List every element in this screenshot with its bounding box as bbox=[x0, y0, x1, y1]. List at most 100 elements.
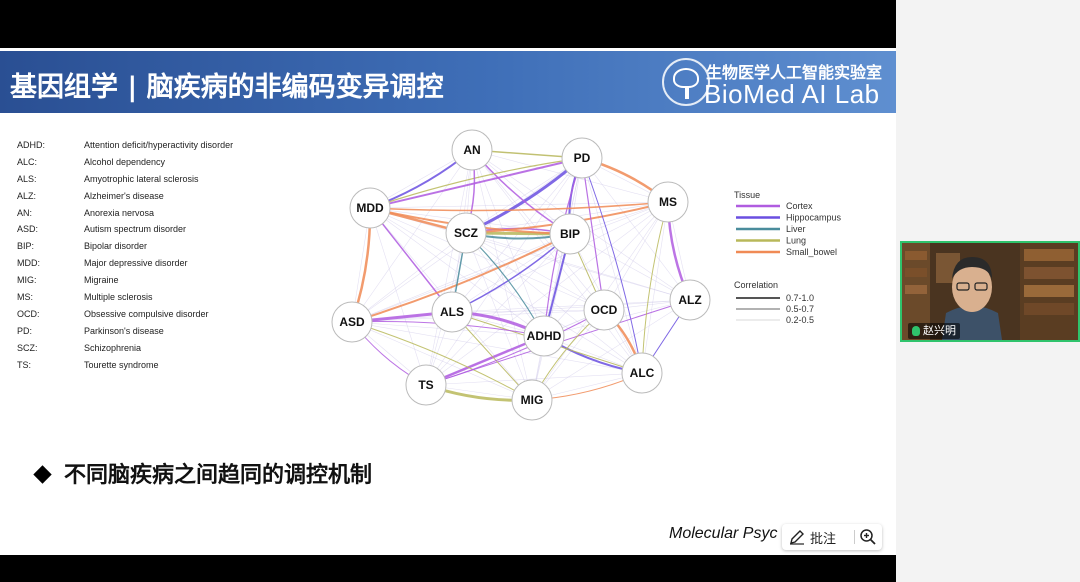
network-edge bbox=[465, 232, 533, 401]
network-edge bbox=[451, 309, 605, 313]
abbreviation-name: Autism spectrum disorder bbox=[84, 224, 187, 235]
network-edge bbox=[369, 207, 605, 311]
network-edge bbox=[351, 232, 467, 323]
abbreviation-code: ALC: bbox=[17, 156, 38, 167]
abbreviation-name: Migraine bbox=[84, 275, 119, 286]
network-edge bbox=[471, 149, 669, 203]
abbreviation-name: Anorexia nervosa bbox=[84, 207, 155, 218]
abbreviation-name: Multiple sclerosis bbox=[84, 292, 153, 303]
network-node-mdd: MDD bbox=[349, 187, 391, 229]
network-edge bbox=[425, 201, 669, 386]
correlation-legend-label: 0.7-1.0 bbox=[786, 293, 814, 303]
network-edge bbox=[351, 321, 533, 401]
node-circle bbox=[349, 187, 391, 229]
abbreviation-name: Bipolar disorder bbox=[84, 241, 148, 252]
network-node-als: ALS bbox=[431, 291, 473, 333]
network-edge bbox=[581, 157, 691, 301]
node-label: MIG bbox=[521, 393, 544, 407]
tissue-legend-title: Tissue bbox=[734, 190, 760, 200]
abbreviation-row: MIG: Migraine bbox=[17, 275, 233, 292]
abbreviation-name: Amyotrophic lateral sclerosis bbox=[84, 173, 199, 184]
abbreviation-row: ALZ:Alzheimer's disease bbox=[17, 191, 233, 208]
abbreviation-code: MDD: bbox=[17, 258, 40, 269]
abbreviation-code: TS: bbox=[17, 359, 32, 370]
node-label: MDD bbox=[356, 201, 384, 215]
network-node-alc: ALC bbox=[621, 352, 663, 394]
abbreviation-name: Obsessive compulsive disorder bbox=[84, 308, 209, 319]
annotate-button[interactable]: 批注 bbox=[788, 527, 836, 547]
network-edge bbox=[351, 149, 473, 323]
correlation-legend-label: 0.2-0.5 bbox=[786, 315, 814, 325]
abbreviation-code: MS: bbox=[17, 292, 34, 303]
abbreviation-name: Major depressive disorder bbox=[84, 258, 188, 269]
node-circle bbox=[583, 289, 625, 331]
network-edge bbox=[465, 232, 605, 311]
network-edge bbox=[569, 233, 691, 301]
network-edge bbox=[581, 157, 643, 374]
node-circle bbox=[451, 129, 493, 171]
network-edge bbox=[351, 233, 571, 323]
node-label: ADHD bbox=[527, 329, 562, 343]
network-edge bbox=[369, 207, 545, 337]
abbreviation-name: Tourette syndrome bbox=[84, 359, 159, 370]
network-edge bbox=[531, 157, 583, 401]
network-edge bbox=[641, 201, 669, 374]
node-label: MS bbox=[659, 195, 677, 209]
network-edge bbox=[451, 233, 571, 313]
network-node-bip: BIP bbox=[549, 213, 591, 255]
network-edge bbox=[425, 372, 643, 386]
node-circle bbox=[511, 379, 553, 421]
lab-name-en: BioMed AI Lab bbox=[704, 79, 880, 109]
node-circle bbox=[431, 291, 473, 333]
abbreviation-code: PD: bbox=[17, 325, 33, 336]
network-edge bbox=[369, 207, 427, 386]
node-circle bbox=[405, 364, 447, 406]
shared-slide: 基因组学 | 脑疾病的非编码变异调控 生物医学人工智能实验室 BioMed AI… bbox=[0, 48, 896, 555]
network-node-an: AN bbox=[451, 129, 493, 171]
annotate-label: 批注 bbox=[810, 531, 837, 547]
participant-name-tag: 赵兴明 bbox=[908, 323, 960, 339]
network-edge bbox=[641, 201, 669, 374]
network-edge bbox=[351, 321, 533, 401]
abbreviation-row: ADHD:Attention deficit/hyperactivity dis… bbox=[17, 140, 233, 157]
abbreviation-code: BIP: bbox=[17, 241, 35, 252]
node-label: TS bbox=[418, 378, 433, 392]
node-circle bbox=[549, 213, 591, 255]
abbreviation-row: BIP: Bipolar disorder bbox=[17, 241, 233, 258]
network-edge bbox=[425, 157, 583, 386]
network-edge bbox=[351, 321, 643, 374]
abbreviation-code: SCZ: bbox=[17, 342, 38, 353]
network-node-ms: MS bbox=[647, 181, 689, 223]
participant-video-tile[interactable]: 赵兴明 bbox=[900, 241, 1080, 342]
node-label: PD bbox=[574, 151, 591, 165]
network-edge bbox=[465, 232, 545, 337]
slide-header: 基因组学 | 脑疾病的非编码变异调控 生物医学人工智能实验室 BioMed AI… bbox=[0, 51, 896, 113]
participant-name: 赵兴明 bbox=[923, 324, 956, 337]
zoom-in-icon[interactable] bbox=[858, 527, 878, 547]
abbreviation-code: ASD: bbox=[17, 224, 39, 235]
network-edge bbox=[603, 201, 669, 311]
node-label: ALZ bbox=[678, 293, 701, 307]
network-edge bbox=[471, 149, 533, 401]
abbreviation-code: MIG: bbox=[17, 275, 37, 286]
correlation-legend-title: Correlation bbox=[734, 280, 778, 290]
node-label: ALC bbox=[630, 366, 655, 380]
network-edge bbox=[351, 233, 571, 323]
abbreviation-row: OCD:Obsessive compulsive disorder bbox=[17, 309, 233, 326]
node-label: BIP bbox=[560, 227, 580, 241]
network-node-ts: TS bbox=[405, 364, 447, 406]
brain-logo-icon bbox=[662, 58, 710, 106]
network-node-asd: ASD bbox=[331, 301, 373, 343]
bullet-diamond-icon bbox=[33, 465, 52, 484]
tissue-legend-label: Liver bbox=[786, 224, 806, 234]
abbreviation-row: MDD: Major depressive disorder bbox=[17, 258, 233, 275]
citation: Molecular Psyc bbox=[669, 525, 778, 542]
abbreviation-row: ASD: Autism spectrum disorder bbox=[17, 224, 233, 241]
abbreviation-row: MS: Multiple sclerosis bbox=[17, 292, 233, 309]
abbreviation-row: ALC:Alcohol dependency bbox=[17, 157, 233, 174]
tissue-legend-label: Small_bowel bbox=[786, 247, 837, 257]
tissue-legend-label: Hippocampus bbox=[786, 213, 842, 223]
network-edge bbox=[425, 309, 605, 386]
slide-title: 基因组学 | 脑疾病的非编码变异调控 bbox=[10, 72, 444, 103]
